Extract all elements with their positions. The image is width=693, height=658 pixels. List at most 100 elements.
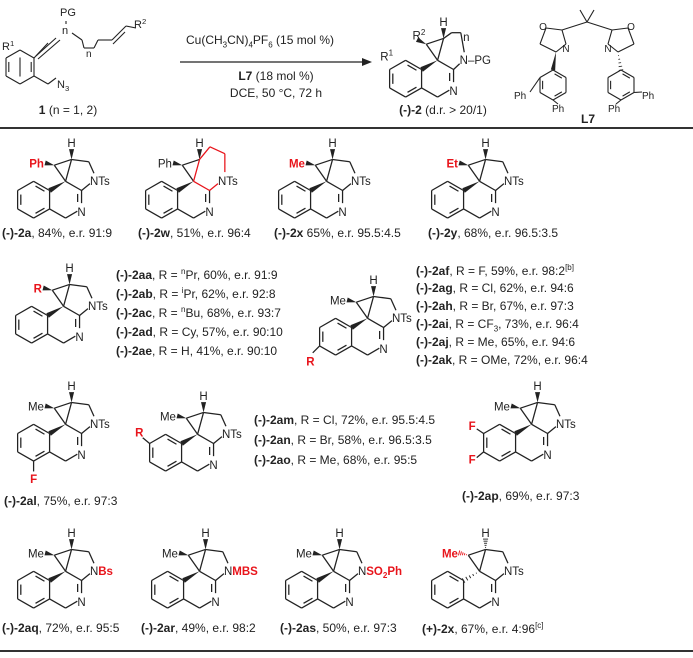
atom-label: n xyxy=(86,49,92,60)
bond xyxy=(167,570,184,582)
wedge-bond xyxy=(550,52,556,71)
wedge-bond xyxy=(67,274,73,285)
cyclopropane-substituent: Me xyxy=(442,549,458,561)
bond xyxy=(367,317,384,329)
wedge-bond xyxy=(203,539,209,550)
bond xyxy=(333,570,350,582)
cyclopropane-substituent: Me xyxy=(289,159,305,171)
bond xyxy=(539,92,554,101)
bond xyxy=(479,210,492,219)
bond xyxy=(449,185,459,192)
bond xyxy=(213,436,223,444)
bond xyxy=(185,417,199,435)
bond xyxy=(554,91,563,97)
bond xyxy=(465,576,469,581)
bond xyxy=(35,597,45,604)
bond xyxy=(520,401,538,409)
caption-2w: (-)-2w, 51%, e.r. 96:4 xyxy=(138,226,251,240)
bond xyxy=(188,548,206,556)
bond xyxy=(86,286,93,299)
bond xyxy=(17,570,34,582)
bond xyxy=(332,549,341,572)
bond xyxy=(326,210,339,219)
atom-label: N xyxy=(345,597,353,609)
bond xyxy=(19,75,35,85)
bond xyxy=(349,573,359,581)
ligand-caption: L7 xyxy=(580,112,596,126)
bond xyxy=(443,32,452,39)
ring-substituent: F xyxy=(469,421,476,433)
bond xyxy=(461,578,466,583)
bond xyxy=(64,549,73,572)
bond xyxy=(447,208,464,219)
bond xyxy=(145,180,162,192)
atom-label: O xyxy=(627,22,635,33)
bond xyxy=(495,573,505,581)
bond xyxy=(355,301,369,319)
bond xyxy=(463,598,480,609)
bond xyxy=(467,164,481,182)
atom-label: O xyxy=(539,22,547,33)
wedge-bond xyxy=(462,181,480,193)
bond xyxy=(71,548,89,553)
wedge-bond xyxy=(330,149,336,160)
bond xyxy=(151,598,168,609)
bond xyxy=(222,551,229,564)
variant-entry: (-)-2am, R = Cl, 72%, e.r. 95.5:4.5 xyxy=(254,413,436,427)
bond xyxy=(342,183,352,191)
wedge-bond xyxy=(48,424,66,436)
bond xyxy=(65,210,78,219)
atom-label: n xyxy=(463,32,469,44)
bond xyxy=(199,570,216,582)
bond xyxy=(53,164,67,182)
wedge-bond xyxy=(441,28,447,39)
bond xyxy=(615,99,622,105)
bond xyxy=(35,185,45,192)
bond xyxy=(627,27,635,45)
atom-label: N–PG xyxy=(460,55,491,67)
cyclopropane-substituent: Me xyxy=(494,402,510,414)
bond xyxy=(49,208,66,219)
bond xyxy=(125,25,137,29)
atom-label: H xyxy=(65,263,73,275)
bond xyxy=(71,158,89,163)
bond xyxy=(479,180,496,192)
bond xyxy=(479,600,492,609)
n-protecting-group: NTs xyxy=(504,566,524,578)
wedge-bond xyxy=(346,297,357,303)
r2-label: R2 xyxy=(134,17,146,31)
bond xyxy=(458,550,461,556)
bond xyxy=(502,551,509,564)
bond xyxy=(205,548,223,553)
bond xyxy=(198,549,207,572)
wedge-bond xyxy=(42,285,53,291)
bond xyxy=(539,43,557,53)
bond xyxy=(554,404,561,417)
wedge-bond xyxy=(316,571,334,583)
wedge-bond xyxy=(197,149,203,160)
bond xyxy=(485,548,503,553)
bond xyxy=(15,333,32,344)
wedge-bond xyxy=(180,434,198,446)
bond xyxy=(145,208,162,219)
ring-substituent: F xyxy=(30,474,37,486)
bond xyxy=(35,450,45,457)
bond xyxy=(519,407,533,425)
wedge-bond xyxy=(176,413,187,419)
atom-label: N xyxy=(449,86,457,98)
atom-label: H xyxy=(67,138,75,150)
bond xyxy=(467,554,481,572)
bond xyxy=(390,298,397,311)
bond xyxy=(296,185,306,192)
bond xyxy=(611,27,629,31)
bond xyxy=(312,345,321,354)
bond xyxy=(325,159,334,182)
bond xyxy=(552,99,559,105)
bond xyxy=(389,59,406,71)
atom-label: N xyxy=(77,450,85,462)
bond xyxy=(554,73,563,79)
bond xyxy=(476,451,485,459)
